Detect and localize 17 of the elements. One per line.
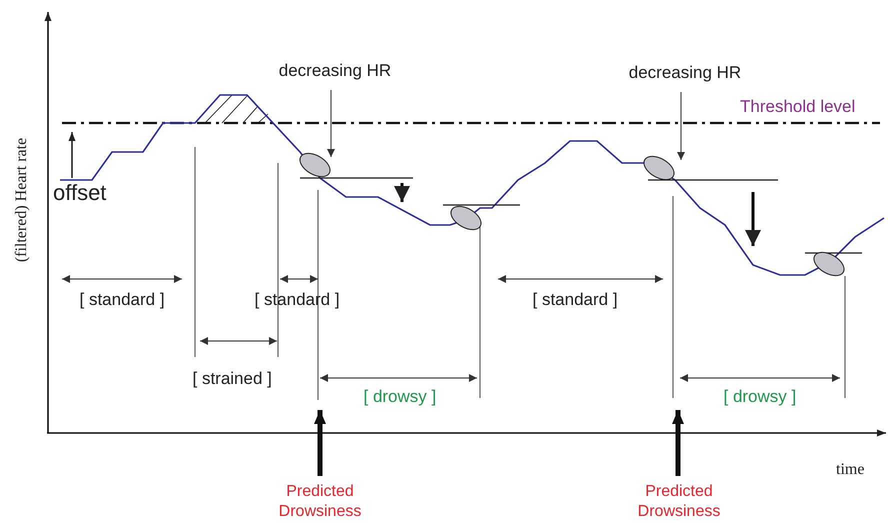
axis-title: time: [836, 462, 864, 478]
axis-title: (filtered) Heart rate: [14, 138, 30, 262]
annotation-text: decreasing HR: [615, 62, 755, 86]
annotation-label: offset: [53, 182, 106, 204]
leader-line: [677, 92, 685, 160]
annotation-text: Predicted Drowsiness: [260, 482, 380, 523]
annotation-label: Threshold level: [740, 98, 856, 115]
thick-arrow: [672, 410, 684, 476]
annotation-label: [ drowsy ]: [724, 388, 796, 405]
annotation-label: [ strained ]: [192, 370, 272, 387]
thick-arrow: [314, 410, 326, 476]
annotation-label: [ drowsy ]: [364, 388, 436, 405]
leader-line: [327, 90, 335, 157]
annotation-label: [ standard ]: [80, 291, 165, 308]
annotation-label: [ standard ]: [532, 291, 618, 308]
annotation-text: Predicted Drowsiness: [619, 482, 739, 523]
annotation-text: decreasing HR: [265, 60, 405, 84]
